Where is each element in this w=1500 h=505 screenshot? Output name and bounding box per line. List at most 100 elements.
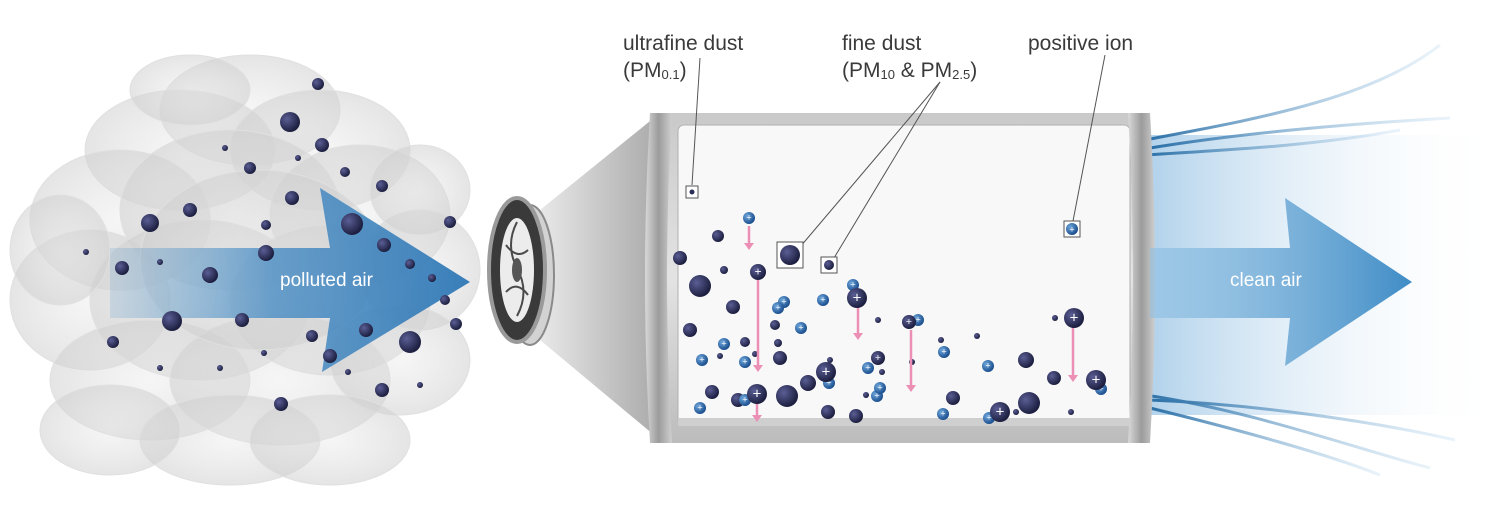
- settling-arrow: [752, 402, 762, 422]
- svg-text:+: +: [775, 303, 780, 313]
- positive-ion: +: [739, 356, 751, 368]
- dust-particle: [235, 313, 249, 327]
- positive-ion: +: [862, 362, 874, 374]
- dust-particle: [712, 230, 724, 242]
- dust-particle: [183, 203, 197, 217]
- svg-text:+: +: [826, 378, 831, 388]
- positive-ion: +: [696, 354, 708, 366]
- svg-text:+: +: [996, 404, 1005, 421]
- positive-ion: +: [772, 302, 784, 314]
- dust-particle: [323, 349, 337, 363]
- positive-ion: +: [795, 322, 807, 334]
- dust-particle: [774, 339, 782, 347]
- svg-text:+: +: [985, 361, 990, 371]
- svg-text:+: +: [1069, 225, 1074, 235]
- polluted-air-arrow: [110, 188, 470, 372]
- svg-text:+: +: [798, 323, 803, 333]
- dust-particle: [705, 385, 719, 399]
- chamber-left-cap: [645, 113, 672, 443]
- smoke-puff: [39, 384, 181, 476]
- dust-particle: [821, 405, 835, 419]
- dust-particle: [827, 357, 833, 363]
- dust-particle: [376, 180, 388, 192]
- positive-ion: +: [937, 408, 949, 420]
- svg-text:+: +: [1098, 384, 1103, 394]
- dust-particle: [157, 365, 163, 371]
- dust-particle: [377, 238, 391, 252]
- svg-text:+: +: [1092, 372, 1101, 389]
- positive-ion: +: [871, 351, 885, 365]
- dust-particle: [399, 331, 421, 353]
- svg-text:+: +: [753, 386, 762, 403]
- smoke-puff: [369, 144, 471, 236]
- svg-text:+: +: [699, 355, 704, 365]
- dust-particle: [306, 330, 318, 342]
- dust-particle: [285, 191, 299, 205]
- dust-particle: [1018, 392, 1040, 414]
- dust-particle: [726, 300, 740, 314]
- dust-particle: [295, 155, 301, 161]
- dust-particle: [162, 311, 182, 331]
- svg-text:+: +: [915, 315, 920, 325]
- smoke-puff: [129, 54, 251, 126]
- svg-text:+: +: [746, 213, 751, 223]
- svg-text:+: +: [754, 265, 761, 279]
- positive-ion: +: [816, 362, 836, 382]
- svg-text:+: +: [742, 357, 747, 367]
- settling-arrow: [753, 280, 763, 372]
- svg-text:+: +: [877, 383, 882, 393]
- dust-particle: [341, 213, 363, 235]
- positive-ion: +: [747, 384, 767, 404]
- dust-particle: [773, 351, 787, 365]
- legend-markers: +: [685, 185, 1081, 274]
- dust-particle: [776, 385, 798, 407]
- dust-particle: [849, 409, 863, 423]
- clean-air-arrow: [1150, 198, 1412, 366]
- svg-text:+: +: [697, 403, 702, 413]
- svg-text:+: +: [850, 280, 855, 290]
- chamber-right-cap: [1128, 113, 1155, 443]
- dust-particle: [157, 259, 163, 265]
- svg-text:+: +: [721, 339, 726, 349]
- dust-particle: [244, 162, 256, 174]
- smoke-puff: [249, 394, 411, 486]
- svg-text:+: +: [853, 290, 862, 307]
- svg-text:+: +: [820, 295, 825, 305]
- dust-particle: [312, 78, 324, 90]
- settling-arrow: [853, 305, 863, 340]
- polluted-air-label: polluted air: [280, 270, 373, 291]
- svg-text:+: +: [1070, 310, 1079, 327]
- dust-particle: [202, 267, 218, 283]
- svg-text:+: +: [874, 391, 879, 401]
- dust-particle: [1047, 371, 1061, 385]
- positive-ion: +: [743, 212, 755, 224]
- svg-text:+: +: [941, 347, 946, 357]
- dust-particle: [107, 336, 119, 348]
- dust-particle: [375, 383, 389, 397]
- dust-particle: [752, 351, 758, 357]
- dust-particle: [450, 318, 462, 330]
- dust-particle: [258, 245, 274, 261]
- svg-text:+: +: [940, 409, 945, 419]
- positive-ion: +: [874, 382, 886, 394]
- clean-air-label: clean air: [1230, 270, 1302, 291]
- filter-chamber: [645, 113, 1155, 443]
- positive-ion: +: [847, 279, 859, 291]
- fine-dust-title: fine dust: [842, 32, 922, 55]
- dust-particle: [428, 274, 436, 282]
- settling-arrow: [906, 330, 916, 392]
- clean-air-streams: [1144, 43, 1456, 477]
- smoke-particles: [83, 78, 462, 411]
- dust-particle: [444, 216, 456, 228]
- dust-particle: [217, 365, 223, 371]
- dust-particle: [345, 369, 351, 375]
- intake-cone: [540, 113, 660, 440]
- dust-particle: [440, 295, 450, 305]
- settling-arrow: [744, 226, 754, 250]
- positive-ion: +: [1086, 370, 1106, 390]
- ultrafine-dust-label: ultrafine dust (PM0.1): [623, 30, 743, 88]
- dust-particle: [740, 337, 750, 347]
- chamber-particles: ++++++++++++++++++++++++++++++: [673, 212, 1107, 424]
- positive-ion: +: [750, 264, 766, 280]
